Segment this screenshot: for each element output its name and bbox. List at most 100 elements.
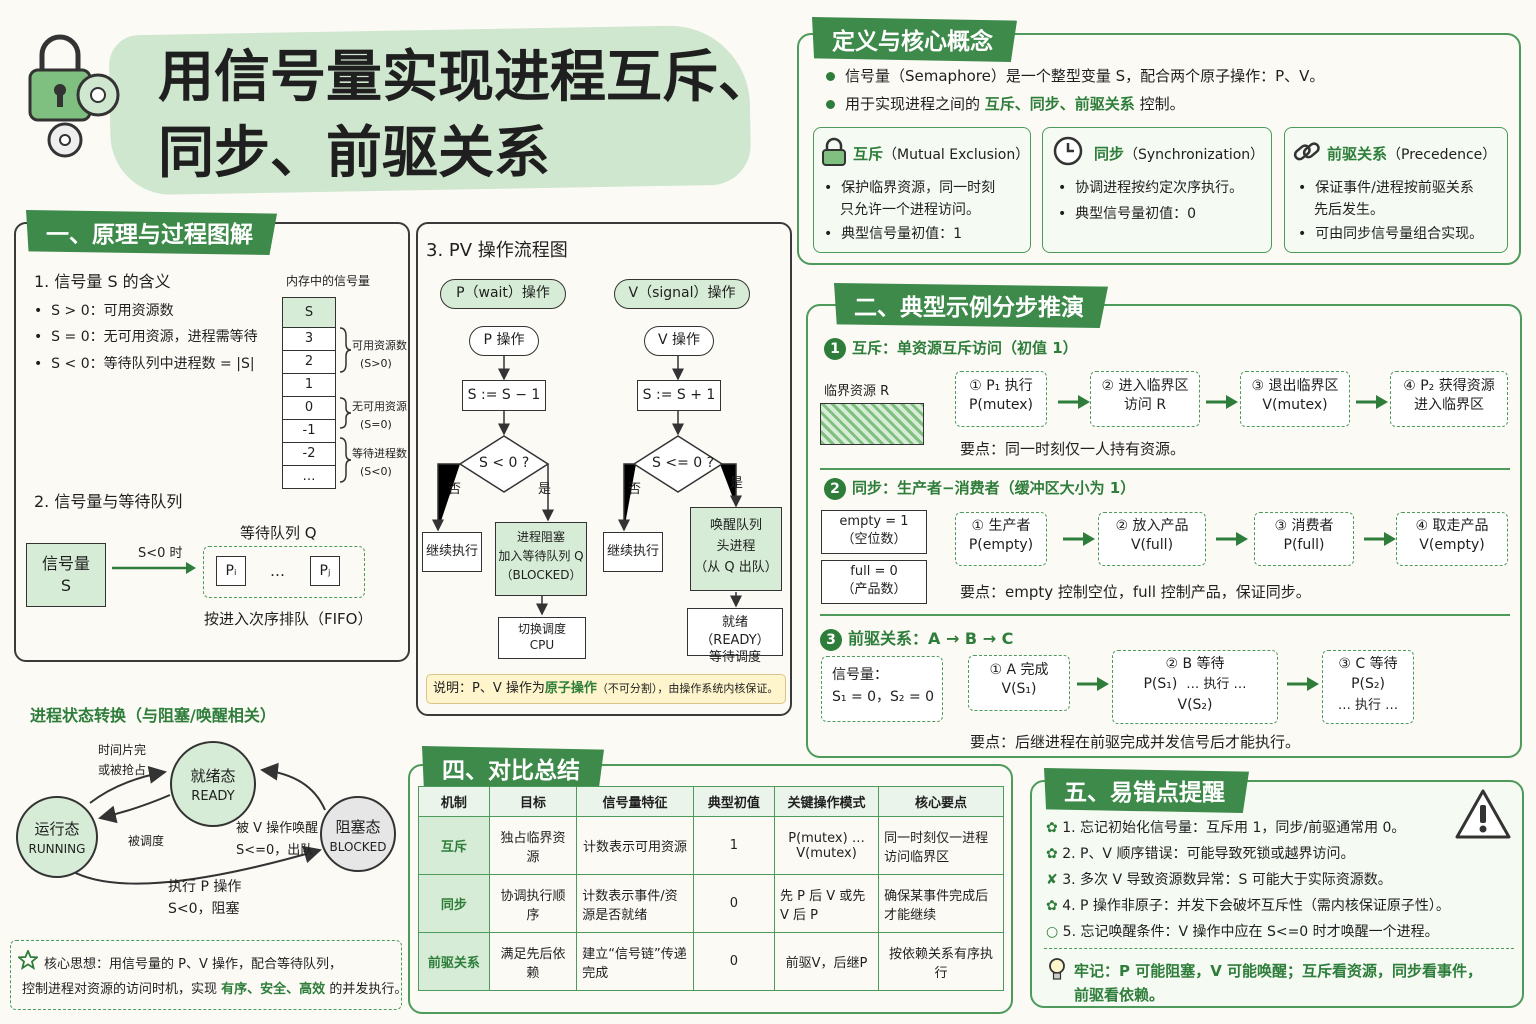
compare-panel: [408, 764, 1013, 1014]
card-mutex-title: 互斥（Mutual Exclusion）: [853, 145, 1030, 163]
definitions-header: 定义与核心概念: [812, 17, 1017, 62]
p-continue: 继续执行: [422, 532, 482, 572]
v-ready-box: 就绪（READY）等待调度: [687, 608, 783, 665]
table-cell: 同一时刻仅一进程访问临界区: [878, 816, 1004, 875]
ex1-step-2: ② 进入临界区访问 R: [1090, 371, 1200, 427]
flowchart-connectors: [432, 355, 742, 616]
memory-label: 内存中的信号量: [286, 274, 371, 288]
flowchart-panel: [416, 222, 792, 716]
transition-timeslice: 时间片完或被抢占: [98, 743, 147, 778]
ex2-var-empty: empty = 1（空位数）: [821, 510, 927, 554]
table-cell: 互斥: [418, 816, 490, 875]
table-cell: 前驱关系: [418, 932, 490, 991]
brace-label-3: 等待进程数(S<0): [352, 447, 407, 478]
clock-icon: [1052, 135, 1084, 171]
memory-cell: 3: [283, 328, 335, 351]
brace-label-2: 无可用资源(S=0): [352, 400, 407, 431]
memory-cell: 1: [283, 374, 335, 397]
wait-queue: [203, 546, 365, 598]
table-cell: 确保某事件完成后才能继续: [878, 874, 1004, 933]
card-mutex-item1: • 保护临界资源，同一时刻: [824, 180, 996, 196]
table-cell: 同步: [418, 874, 490, 933]
pitfalls-panel: [1030, 780, 1524, 1008]
col-header: 关键操作模式: [773, 786, 880, 817]
p-step: S := S − 1: [462, 380, 546, 411]
col-header: 典型初值: [692, 786, 775, 817]
card-precedence-item1: • 保证事件/进程按前驱关系: [1298, 180, 1474, 196]
card-sync-item1: • 协调进程按约定次序执行。: [1058, 180, 1244, 196]
table-cell: 1: [692, 816, 775, 875]
table-cell: 按依赖关系有序执行: [878, 932, 1004, 991]
table-cell: 0: [692, 874, 775, 933]
core-idea-line2: 控制进程对资源的访问时机，实现 有序、安全、高效 的并发执行。: [22, 982, 408, 997]
table-cell: 建立“信号链”传递完成: [576, 932, 694, 991]
page-title-line2: 同步、前驱关系: [158, 121, 550, 186]
table-cell: 满足先后依赖: [488, 932, 578, 991]
v-decision-diamond: [632, 435, 724, 493]
p-no-label: 否: [448, 482, 462, 497]
ex1-resource-label: 临界资源 R: [824, 384, 890, 399]
table-cell: 协调执行顺序: [488, 874, 578, 933]
table-cell: 前驱V，后继P: [773, 932, 880, 991]
lock-gear-icon: [20, 25, 130, 160]
pitfall-divider: [1044, 948, 1514, 950]
s2-title: 2. 信号量与等待队列: [34, 492, 183, 511]
p-start: P 操作: [469, 326, 539, 356]
warning-icon: [1454, 788, 1512, 844]
table-cell: P(mutex) … V(mutex): [773, 816, 880, 875]
col-header: 机制: [418, 786, 490, 817]
ex2-note: 要点：empty 控制空位，full 控制产品，保证同步。: [960, 583, 1311, 601]
ex1-note: 要点：同一时刻仅一人持有资源。: [960, 440, 1186, 458]
remember-line2: 前驱看依赖。: [1074, 986, 1165, 1004]
s1-item-2: • S = 0：无可用资源，进程需等待: [34, 329, 258, 345]
card-precedence-item2: • 可由同步信号量组合实现。: [1298, 226, 1484, 242]
transition-dispatch: 被调度: [128, 834, 165, 848]
v-header: V（signal）操作: [614, 279, 750, 309]
lightbulb-icon: [1046, 956, 1068, 986]
memory-cell: -1: [283, 420, 335, 443]
link-icon: [1292, 138, 1322, 170]
memory-stack: S 3 2 1 0 -1 -2 …: [282, 297, 336, 489]
card-mutex-item2: • 典型信号量初值：1: [824, 226, 963, 242]
ex-divider: [820, 614, 1510, 616]
pitfall-item-1: ✿ 1. 忘记初始化信号量：互斥用 1，同步/前驱通常用 0。: [1046, 820, 1406, 836]
v-step: S := S + 1: [637, 380, 721, 411]
memory-cell: -2: [283, 443, 335, 466]
s1-item-3: • S < 0：等待队列中进程数 = |S|: [34, 356, 255, 372]
v-wake-box: 唤醒队列头进程（从 Q 出队）: [690, 507, 782, 591]
p-yes-label: 是: [538, 482, 552, 497]
queue-arrow: [110, 560, 200, 579]
card-mutex-item1b: 只允许一个进程访问。: [840, 202, 980, 218]
ex3-var: 信号量：S₁ = 0，S₂ = 0: [821, 656, 943, 722]
examples-header: 二、典型示例分步推演: [834, 283, 1108, 328]
v-continue: 继续执行: [603, 532, 663, 572]
pitfalls-header: 五、易错点提醒: [1044, 768, 1249, 813]
p-cond: S < 0 ?: [479, 455, 530, 471]
star-icon: [16, 948, 40, 974]
table-cell: 先 P 后 V 或先 V 后 P: [773, 874, 880, 933]
p-decision-diamond: [458, 435, 550, 493]
pitfall-item-2: ✿ 2. P、V 顺序错误：可能导致死锁或越界访问。: [1046, 846, 1355, 862]
card-mutex: [813, 127, 1031, 253]
card-precedence-title: 前驱关系（Precedence）: [1327, 145, 1497, 163]
table-cell: 独占临界资源: [488, 816, 578, 875]
examples-panel: [806, 304, 1522, 758]
core-idea-line1: 核心思想：用信号量的 P、V 操作，配合等待队列，: [44, 957, 342, 972]
brace-label-1: 可用资源数(S>0): [352, 339, 407, 370]
card-sync-item2: • 典型信号量初值：0: [1058, 206, 1197, 222]
table-row: 同步 协调执行顺序 计数表示事件/资源是否就绪 0 先 P 后 V 或先 V 后…: [418, 874, 1004, 933]
table-cell: 计数表示事件/资源是否就绪: [576, 874, 694, 933]
pitfall-item-4: ✿ 4. P 操作非原子：并发下会破坏互斥性（需内核保证原子性）。: [1046, 898, 1450, 914]
ex1-resource-box: [820, 403, 924, 445]
